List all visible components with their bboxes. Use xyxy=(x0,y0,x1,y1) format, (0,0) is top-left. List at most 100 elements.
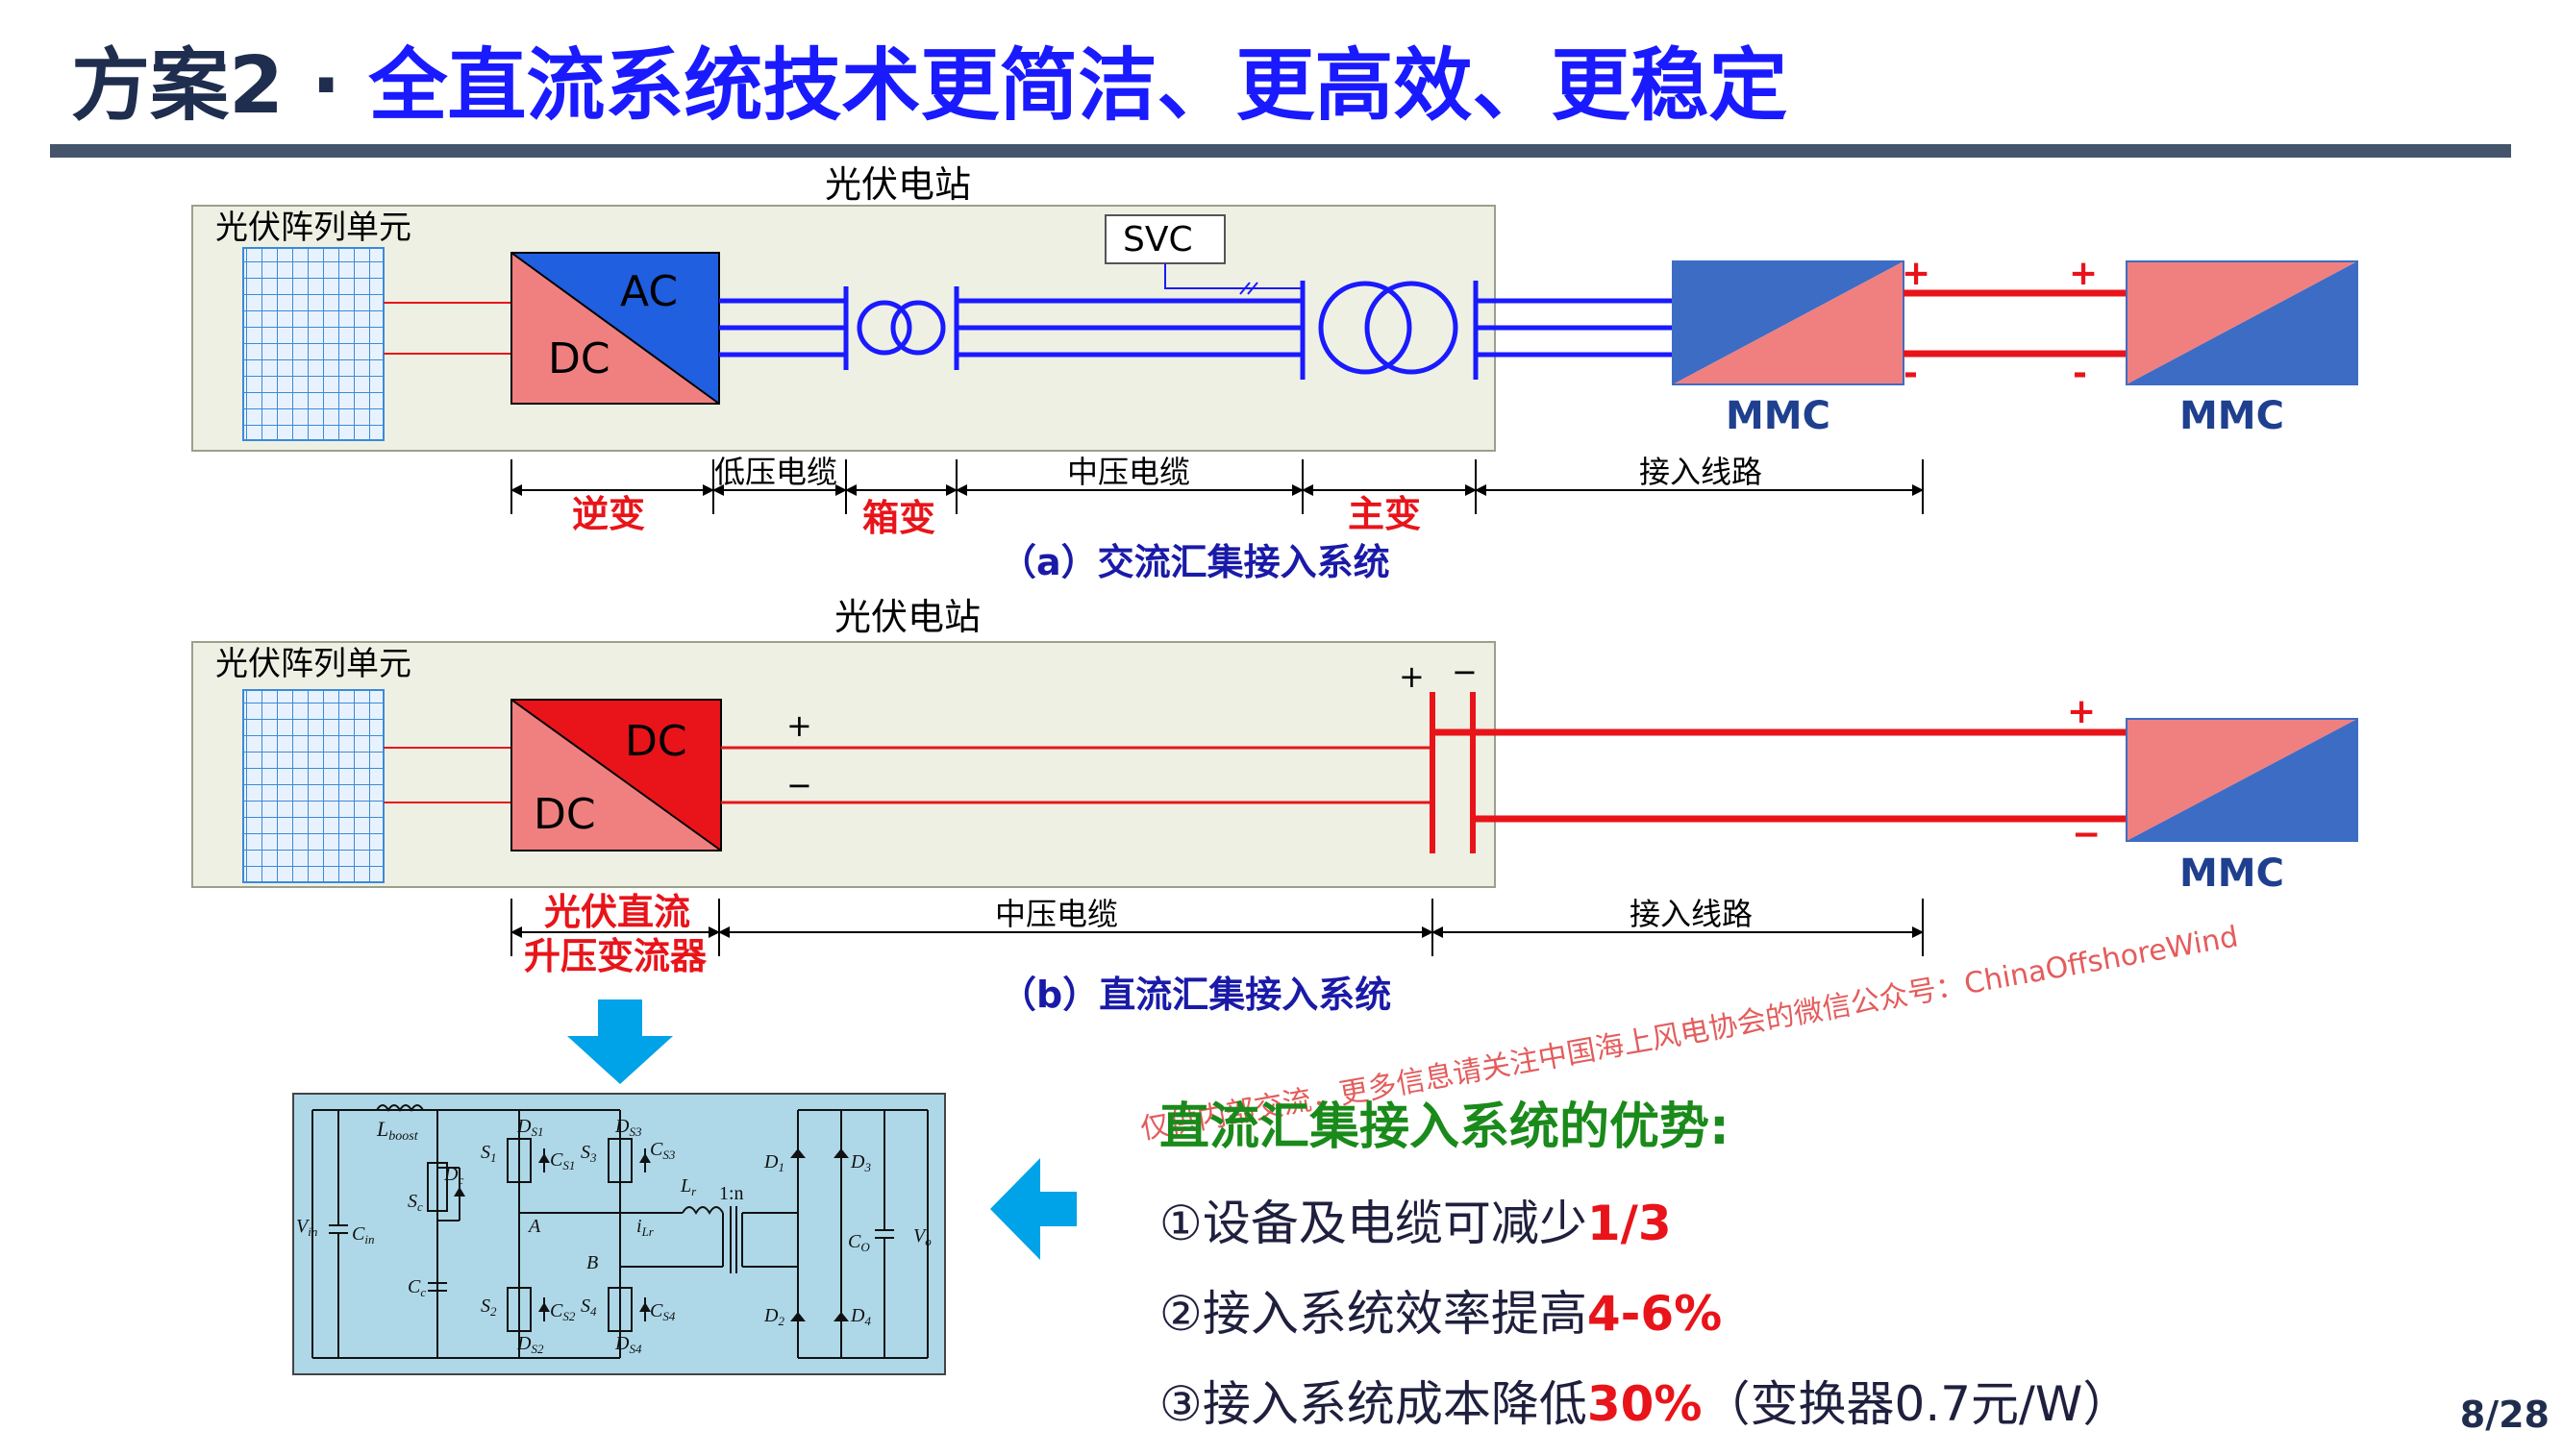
circuit-label: C xyxy=(550,1149,563,1171)
circuit-label: V xyxy=(913,1225,928,1246)
advantages-panel: 直流汇集接入系统的优势: ①设备及电缆可减少1/3 ②接入系统效率提高4-6% … xyxy=(1159,1086,2130,1456)
advantage-highlight: 1/3 xyxy=(1586,1196,1672,1251)
mmc-b: MMC xyxy=(2126,718,2358,896)
circuit-label: C xyxy=(352,1223,365,1245)
minus-sign: - xyxy=(2073,354,2087,393)
advantage-item: ③接入系统成本降低30%（变换器0.7元/W） xyxy=(1159,1366,2130,1435)
svg-text:Dc: Dc xyxy=(443,1164,463,1187)
circuit-label: S xyxy=(581,1142,590,1163)
circuit-label: S1 xyxy=(531,1124,543,1139)
advantage-suffix: （变换器0.7元/W） xyxy=(1702,1376,2131,1432)
circuit-label: C xyxy=(550,1300,563,1321)
circuit-label: D xyxy=(443,1164,459,1185)
stage-label: 光伏直流 xyxy=(544,891,690,933)
circuit-label: O xyxy=(860,1240,870,1254)
title-prefix: 方案2 · xyxy=(71,40,369,132)
svg-text:Lboost: Lboost xyxy=(376,1117,419,1144)
circuit-label: c xyxy=(417,1199,423,1214)
svg-text:CO: CO xyxy=(848,1231,870,1254)
circuit-label: S2 xyxy=(531,1342,544,1356)
dim-label: 低压电缆 xyxy=(714,454,837,490)
circuit-label: D xyxy=(850,1151,865,1172)
stage-label: 主变 xyxy=(1348,493,1421,535)
stage-label: 箱变 xyxy=(862,497,935,539)
header-rule xyxy=(50,144,2511,158)
svg-text:CS4: CS4 xyxy=(650,1300,676,1323)
main-transformer xyxy=(1318,281,1458,375)
circuit-label: S xyxy=(481,1142,490,1163)
minus-sign: − xyxy=(2072,815,2101,854)
circuit-label: L xyxy=(376,1117,388,1141)
advantage-text: ③接入系统成本降低 xyxy=(1159,1376,1587,1432)
caption-b: （b）直流汇集接入系统 xyxy=(1000,974,1391,1016)
caption-a: （a）交流汇集接入系统 xyxy=(1000,541,1390,583)
circuit-label: C xyxy=(408,1276,421,1297)
dim-label: 中压电缆 xyxy=(1067,454,1190,490)
advantage-highlight: 4-6% xyxy=(1586,1286,1723,1342)
svg-text:D3: D3 xyxy=(850,1151,871,1174)
circuit-label: 1 xyxy=(490,1150,497,1165)
circuit-label: S2 xyxy=(562,1309,576,1323)
circuit-label: in xyxy=(308,1224,317,1239)
minus-sign: - xyxy=(1904,354,1918,393)
page-title: 方案2 · 全直流系统技术更简洁、更高效、更稳定 xyxy=(71,21,1787,136)
advantage-text: ①设备及电缆可减少 xyxy=(1159,1196,1587,1251)
circuit-label: c xyxy=(420,1285,426,1299)
dim-label: 中压电缆 xyxy=(995,896,1118,932)
circuit-label: in xyxy=(364,1232,374,1246)
svg-text:CS1: CS1 xyxy=(550,1149,575,1172)
circuit-label: 3 xyxy=(863,1160,871,1174)
station-panel-b xyxy=(191,641,1496,888)
circuit-label: D xyxy=(516,1116,532,1137)
stage-label: 逆变 xyxy=(572,493,645,535)
circuit-label: r xyxy=(691,1184,697,1198)
circuit-label: S xyxy=(408,1191,417,1212)
circuit-label: S3 xyxy=(629,1124,642,1139)
svg-text:Vin: Vin xyxy=(296,1216,317,1239)
unit-label-b: 光伏阵列单元 xyxy=(215,645,411,683)
converter-top-a: AC xyxy=(620,267,678,316)
circuit-label: S3 xyxy=(662,1148,676,1162)
diagram-b: 光伏电站 光伏阵列单元 DC DC + − + − xyxy=(191,596,2358,1016)
pv-array-a xyxy=(242,247,385,441)
svc-label: SVC xyxy=(1123,220,1193,259)
plus-sign: + xyxy=(786,707,812,744)
svg-text:Sc: Sc xyxy=(408,1191,423,1214)
svg-text:S4: S4 xyxy=(581,1296,597,1319)
down-arrow xyxy=(567,999,673,1084)
circuit-label: D xyxy=(614,1333,630,1354)
circuit-label: A xyxy=(527,1216,541,1237)
circuit-label: D xyxy=(763,1151,779,1172)
svg-text:D1: D1 xyxy=(763,1151,784,1174)
circuit-label: boost xyxy=(388,1129,418,1144)
title-main: 全直流系统技术更简洁、更高效、更稳定 xyxy=(368,40,1788,132)
circuit-label: S xyxy=(581,1296,590,1317)
svg-text:DS1: DS1 xyxy=(516,1116,543,1139)
circuit-label: D xyxy=(763,1305,779,1326)
station-label-b: 光伏电站 xyxy=(834,596,981,638)
mmc-label-b: MMC xyxy=(2179,851,2284,896)
svg-text:DS3: DS3 xyxy=(614,1116,642,1139)
circuit-label: S4 xyxy=(629,1342,642,1356)
minus-sign: − xyxy=(786,767,812,803)
svc-box xyxy=(1105,214,1226,264)
mmc-right-a: MMC xyxy=(2126,260,2358,438)
circuit-label: L xyxy=(680,1175,691,1197)
circuit-label: V xyxy=(296,1216,311,1237)
circuit-label: D xyxy=(614,1116,630,1137)
circuit-label: D xyxy=(850,1305,865,1326)
svg-text:S3: S3 xyxy=(581,1142,597,1165)
circuit-label: C xyxy=(848,1231,861,1252)
circuit-label: D xyxy=(516,1333,532,1354)
stage-label: 升压变流器 xyxy=(524,935,708,977)
inverter-ac-dc: AC DC xyxy=(510,252,720,405)
circuit-label: 1 xyxy=(778,1160,784,1174)
advantage-text: ②接入系统效率提高 xyxy=(1159,1286,1587,1342)
svg-text:S2: S2 xyxy=(481,1296,497,1319)
circuit-label: S xyxy=(481,1296,490,1317)
svg-text:Cc: Cc xyxy=(408,1276,426,1299)
dim-label: 接入线路 xyxy=(1630,896,1753,932)
svg-text:Vo: Vo xyxy=(913,1225,932,1248)
pv-array-b xyxy=(242,689,385,883)
